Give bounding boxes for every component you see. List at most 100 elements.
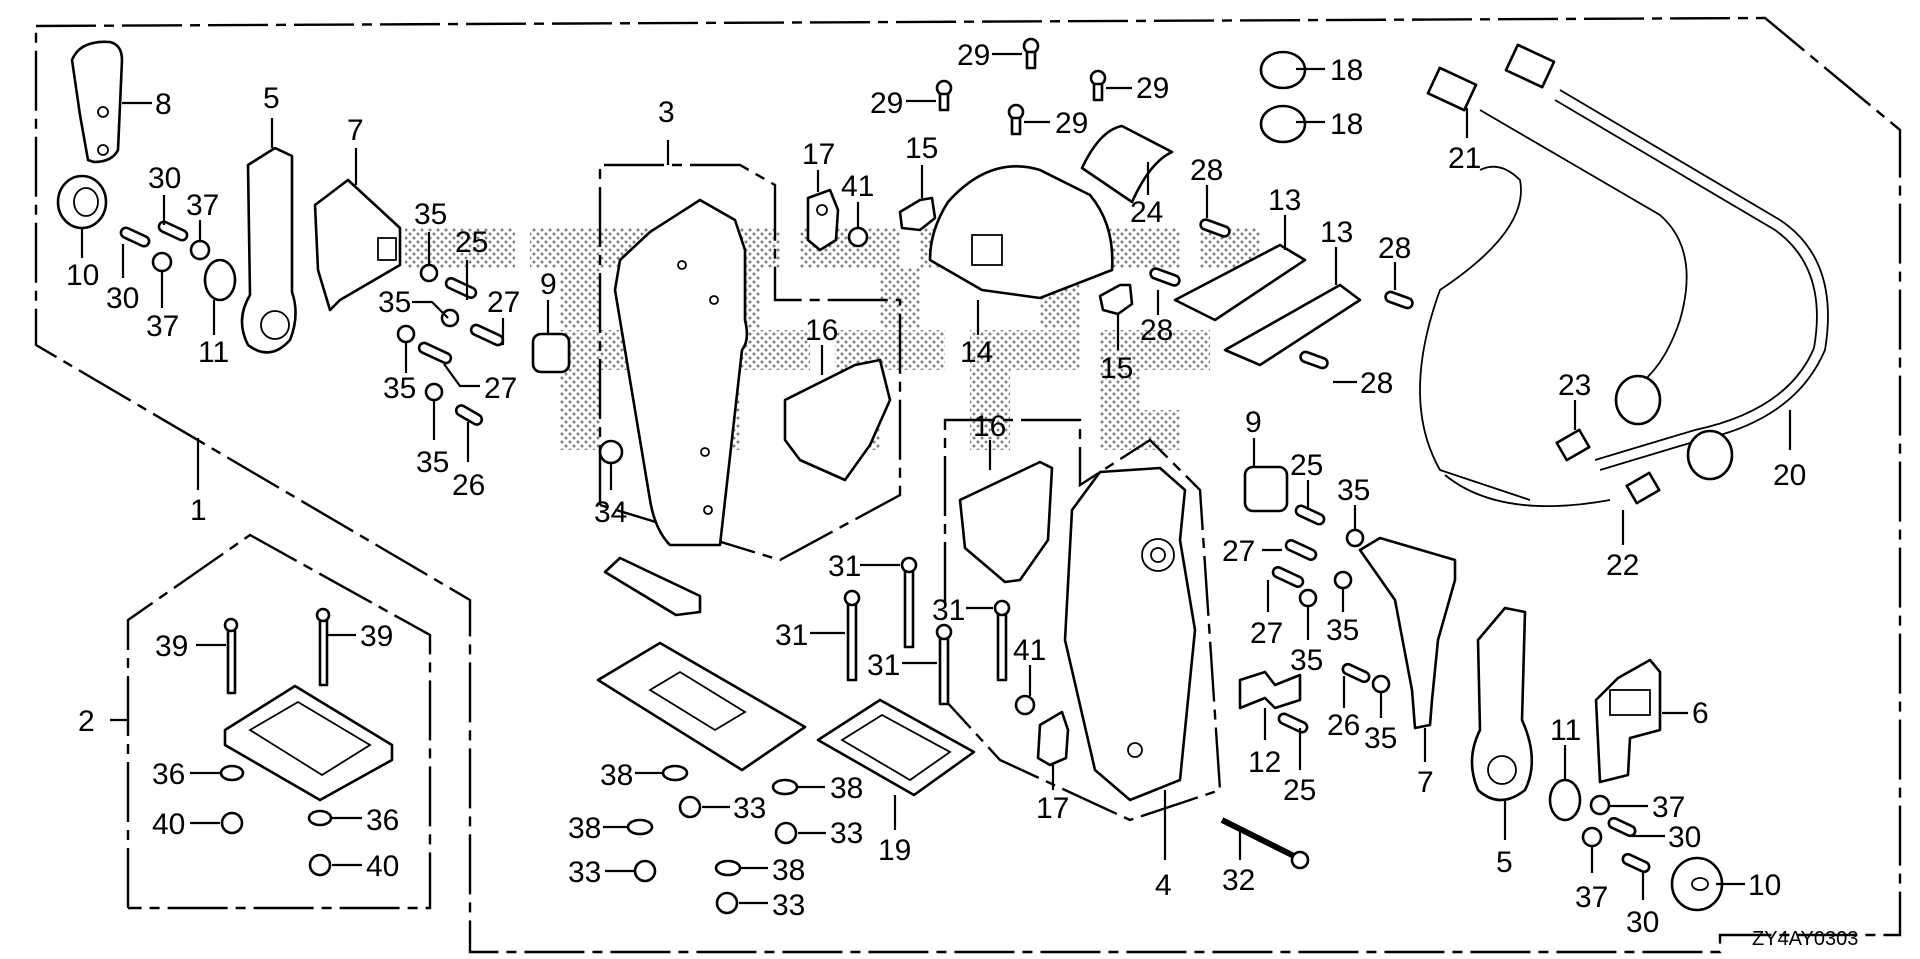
callout-36: 36	[366, 804, 399, 837]
part-21-connector[interactable]	[1426, 66, 1478, 138]
part-41-clip-lower[interactable]	[1014, 665, 1036, 716]
callout-27: 27	[1222, 535, 1255, 568]
part-30-bolts-right[interactable]	[1607, 816, 1665, 900]
part-11-disc-right[interactable]	[1548, 745, 1582, 822]
part-37-nut-b[interactable]	[151, 251, 173, 308]
part-9-plug-right[interactable]	[1243, 438, 1289, 513]
part-20-harness[interactable]	[1479, 43, 1829, 481]
callout-33: 33	[830, 817, 863, 850]
callout-35: 35	[1364, 722, 1397, 755]
part-10-grommet-right[interactable]	[1670, 856, 1745, 912]
part-3-control-box[interactable]	[613, 198, 749, 547]
part-spacer-frame[interactable]	[223, 684, 394, 802]
callout-28: 28	[1140, 314, 1173, 347]
part-4-control-box[interactable]	[1063, 466, 1197, 802]
part-19-frame[interactable]	[816, 698, 976, 830]
callout-35: 35	[1337, 474, 1370, 507]
callout-11: 11	[1550, 714, 1581, 747]
part-32-long-bolt[interactable]	[1220, 817, 1310, 870]
part-7-lever-cover-right[interactable]	[1358, 536, 1457, 762]
callout-38: 38	[830, 772, 863, 805]
part-17-bracket-lower[interactable]	[1036, 710, 1070, 790]
part-10-grommet[interactable]	[56, 174, 108, 258]
callout-29: 29	[1055, 107, 1088, 140]
part-24-cover-plate[interactable]	[1080, 124, 1174, 204]
callout-31: 31	[828, 550, 861, 583]
callout-16: 16	[805, 314, 838, 347]
part-15-clip-upper[interactable]	[898, 165, 937, 232]
part-9-plug-left[interactable]	[531, 300, 571, 374]
part-35-washers-right[interactable]	[1298, 505, 1391, 718]
part-27-bolts-right[interactable]	[1262, 539, 1318, 612]
callout-21: 21	[1448, 142, 1481, 175]
callout-5: 5	[263, 82, 280, 115]
part-26-bolt-left[interactable]	[454, 404, 484, 462]
callout-27: 27	[484, 372, 517, 405]
callout-25: 25	[1283, 774, 1316, 807]
callout-18: 18	[1330, 108, 1363, 141]
part-37-nut-a[interactable]	[189, 220, 211, 261]
assembly-frame-1	[34, 16, 1902, 954]
callout-33: 33	[568, 856, 601, 889]
part-6-handle[interactable]	[1594, 658, 1688, 784]
part-38-washers[interactable]	[603, 764, 825, 877]
part-36-washers[interactable]	[190, 764, 362, 827]
part-5-lever-arm[interactable]	[240, 118, 297, 354]
assembly-frame-3	[598, 163, 902, 562]
part-30-bolt-a[interactable]	[119, 226, 151, 278]
part-34-nut[interactable]	[598, 439, 624, 490]
part-shim-block[interactable]	[603, 556, 702, 617]
callout-11: 11	[198, 336, 229, 369]
callout-33: 33	[733, 792, 766, 825]
callout-39: 39	[155, 630, 188, 663]
part-12-clamp[interactable]	[1238, 670, 1302, 740]
part-11-disc[interactable]	[203, 258, 237, 335]
callout-25: 25	[1290, 449, 1323, 482]
callout-10: 10	[66, 259, 99, 292]
part-7-lever-cover[interactable]	[313, 148, 402, 312]
part-40-nuts[interactable]	[190, 811, 362, 877]
callout-37: 37	[146, 310, 179, 343]
callout-35: 35	[1290, 644, 1323, 677]
part-8-lever-handle[interactable]	[70, 40, 152, 164]
part-31-bolts[interactable]	[810, 556, 1011, 706]
callout-41: 41	[841, 170, 874, 203]
part-28-screws[interactable]	[1149, 185, 1414, 384]
callout-38: 38	[600, 759, 633, 792]
part-14-housing[interactable]	[928, 165, 1114, 335]
callout-17: 17	[1036, 792, 1069, 825]
part-25-bolt-left[interactable]	[444, 260, 478, 300]
callout-32: 32	[1222, 864, 1255, 897]
callout-31: 31	[775, 619, 808, 652]
part-26-bolt-right[interactable]	[1341, 662, 1371, 708]
part-17-bracket-upper[interactable]	[806, 170, 840, 252]
part-29-screws[interactable]	[906, 37, 1132, 136]
callout-33: 33	[772, 889, 805, 922]
part-5-lever-arm-right[interactable]	[1470, 606, 1534, 840]
callout-13: 13	[1268, 184, 1301, 217]
part-22-connector[interactable]	[1444, 471, 1661, 545]
callout-14: 14	[960, 336, 993, 369]
part-27-bolts-left[interactable]	[417, 318, 505, 388]
callout-28: 28	[1378, 232, 1411, 265]
part-13-brackets[interactable]	[1173, 215, 1362, 367]
callout-40: 40	[366, 850, 399, 883]
part-16-cover-upper[interactable]	[783, 345, 892, 482]
part-35-washers-left[interactable]	[396, 232, 460, 440]
callout-5: 5	[1496, 846, 1513, 879]
part-37-nuts-right[interactable]	[1581, 794, 1648, 873]
part-33-nuts[interactable]	[605, 795, 826, 915]
part-41-clip-upper[interactable]	[847, 202, 869, 248]
callout-35: 35	[378, 286, 411, 319]
callout-12: 12	[1248, 746, 1281, 779]
callout-27: 27	[1250, 617, 1283, 650]
part-39-bolts[interactable]	[196, 607, 356, 695]
part-25-bolts-right[interactable]	[1277, 480, 1326, 770]
part-15-clip-lower[interactable]	[1098, 283, 1134, 350]
part-23-connector[interactable]	[1419, 165, 1591, 501]
part-18-knobs[interactable]	[1259, 50, 1325, 144]
part-30-bolt-b[interactable]	[157, 195, 189, 242]
part-gasket-plate[interactable]	[596, 641, 807, 772]
part-16-cover-lower[interactable]	[958, 440, 1054, 584]
